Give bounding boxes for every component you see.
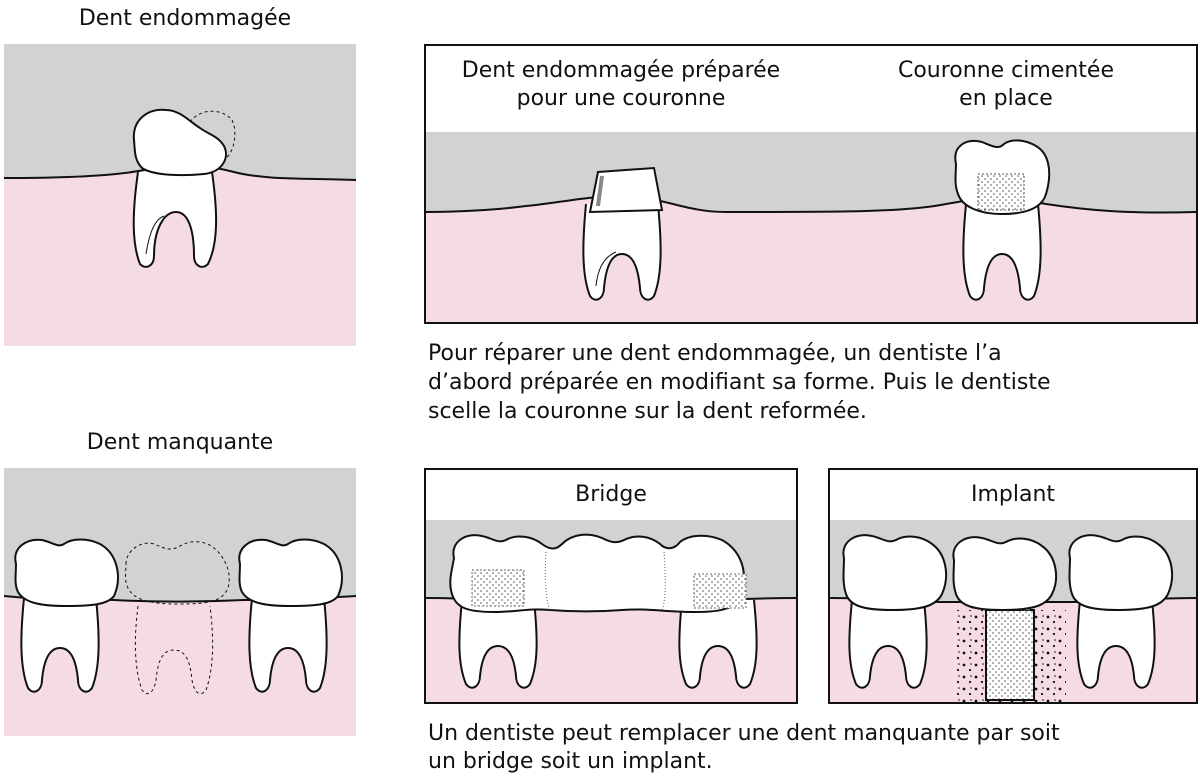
implant-panel: Implant	[828, 468, 1198, 704]
prepared-tooth-title-line2: pour une couronne	[516, 86, 726, 111]
bridge-implant-caption-line1: Un dentiste peut remplacer une dent manq…	[428, 721, 1060, 746]
missing-tooth-panel	[4, 468, 356, 736]
cemented-crown-title-line1: Couronne cimentée	[897, 58, 1114, 83]
cemented-crown-title-line2: en place	[959, 86, 1053, 111]
crown-panel: Dent endommagée préparée pour une couron…	[424, 44, 1198, 324]
damaged-tooth-title: Dent endommagée	[78, 6, 292, 31]
missing-tooth-title: Dent manquante	[86, 430, 274, 455]
bridge-implant-caption-line2: un bridge soit un implant.	[428, 749, 713, 774]
implant-title: Implant	[970, 482, 1056, 507]
crown-caption-line1: Pour réparer une dent endommagée, un den…	[428, 341, 1002, 366]
bridge-panel: Bridge	[424, 468, 798, 704]
crown-caption-line2: d’abord préparée en modifiant sa forme. …	[428, 370, 1051, 395]
damaged-tooth-panel	[4, 44, 356, 346]
bridge-title: Bridge	[575, 482, 647, 507]
crown-caption-line3: scelle la couronne sur la dent reformée.	[428, 399, 867, 424]
prepared-tooth-title-line1: Dent endommagée préparée	[461, 58, 781, 83]
